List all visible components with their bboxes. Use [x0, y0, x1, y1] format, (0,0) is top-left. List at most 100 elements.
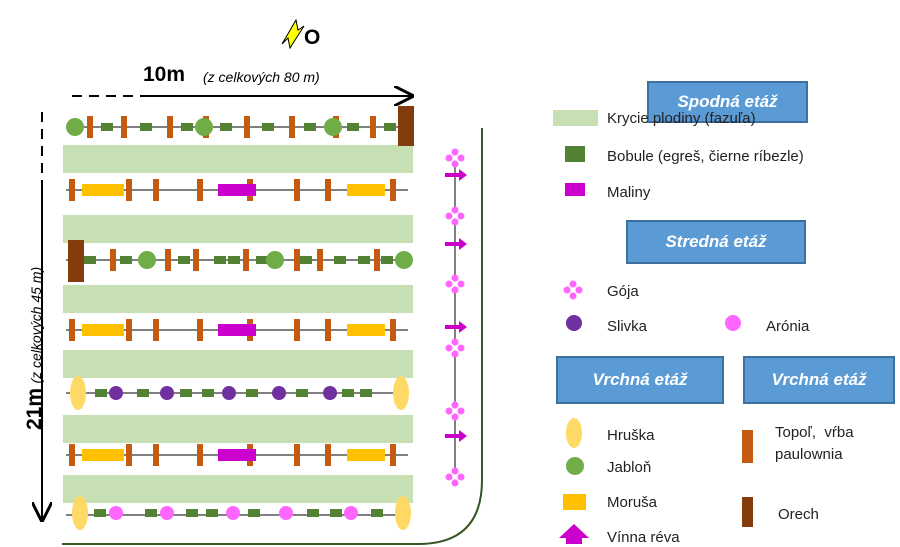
goji-shrub: [445, 274, 465, 294]
poplar-tree: [374, 249, 380, 271]
mulberry-shrub: [347, 184, 385, 196]
mulberry-shrub: [347, 449, 385, 461]
berry-bush: [371, 509, 383, 517]
berry-bush: [330, 509, 342, 517]
berry-bush: [120, 256, 132, 264]
apple-tree: [324, 118, 342, 136]
width-dimension-value: 10m: [143, 63, 186, 86]
legend-label-mulberry: Moruša: [607, 494, 658, 511]
berry-bush: [307, 509, 319, 517]
plum-tree: [323, 386, 337, 400]
poplar-tree: [87, 116, 93, 138]
apple-legend-icon: [566, 457, 584, 475]
legend-label-goji: Gója: [607, 283, 639, 300]
berry-bush: [214, 256, 226, 264]
apple-tree: [138, 251, 156, 269]
poplar-tree: [289, 116, 295, 138]
berry-bush: [360, 389, 372, 397]
raspberry-shrub: [218, 184, 256, 196]
goji-shrub: [445, 467, 465, 487]
poplar-tree: [197, 444, 203, 466]
height-dimension-note: (z celkových 45 m): [28, 266, 44, 384]
aronia-shrub: [344, 506, 358, 520]
poplar-tree: [153, 444, 159, 466]
pear-tree: [393, 376, 409, 410]
berry-bush: [300, 256, 312, 264]
legend-header-middle: Stredná etáž: [626, 220, 806, 264]
poplar-tree: [69, 444, 75, 466]
poplar-tree: [294, 249, 300, 271]
poplar-tree: [69, 319, 75, 341]
legend-label-aronia: Arónia: [766, 318, 810, 335]
poplar-tree: [325, 444, 331, 466]
goji-legend-icon: [563, 280, 583, 300]
compass-label: O: [304, 26, 321, 49]
berry-bush: [137, 389, 149, 397]
apple-tree: [395, 251, 413, 269]
poplar-tree: [197, 319, 203, 341]
plum-tree: [109, 386, 123, 400]
raspberry-shrub: [218, 324, 256, 336]
walnut-tree: [68, 240, 84, 282]
goji-shrub: [445, 401, 465, 421]
poplar-tree: [390, 179, 396, 201]
plot-border: [62, 128, 483, 545]
apple-tree: [266, 251, 284, 269]
cover-crop-strip: [63, 350, 413, 378]
cover-crop-strip: [63, 285, 413, 313]
legend-label-walnut: Orech: [778, 506, 819, 523]
walnut-tree: [398, 106, 414, 146]
berry-bush: [180, 389, 192, 397]
poplar-tree: [126, 319, 132, 341]
mulberry-shrub: [82, 449, 124, 461]
berry-bush: [262, 123, 274, 131]
poplar-tree: [294, 319, 300, 341]
walnut-legend-symbol: [742, 497, 753, 527]
berry-bush: [94, 509, 106, 517]
berry-bush: [342, 389, 354, 397]
grapevine: [445, 321, 467, 333]
poplar-tree: [69, 179, 75, 201]
berry-bush: [256, 256, 268, 264]
plum-tree: [272, 386, 286, 400]
legend-label-cover-crops: Krycie plodiny (fazuľa): [607, 110, 756, 127]
plum-legend-icon: [566, 315, 582, 331]
grapevine: [445, 169, 467, 181]
pear-legend-icon: [566, 418, 582, 448]
cover-crop-strip: [63, 145, 413, 173]
berry-bush: [347, 123, 359, 131]
grapevine: [445, 430, 467, 442]
legend-label-grapevine: Vínna réva: [607, 529, 680, 546]
poplar-tree: [243, 249, 249, 271]
poplar-tree: [390, 319, 396, 341]
legend-header-upper-left: Vrchná etáž: [556, 356, 724, 404]
poplar-tree: [325, 179, 331, 201]
berry-bush: [334, 256, 346, 264]
poplar-tree: [126, 444, 132, 466]
berry-bush: [101, 123, 113, 131]
poplar-tree: [244, 116, 250, 138]
berry-bush: [296, 389, 308, 397]
raspberry-legend-symbol: [565, 183, 585, 196]
legend-header-lower: Spodná etáž: [647, 81, 808, 123]
poplar-tree: [197, 179, 203, 201]
raspberry-shrub: [218, 449, 256, 461]
poplar-tree: [165, 249, 171, 271]
legend-label-plum: Slivka: [607, 318, 648, 335]
berry-bush: [145, 509, 157, 517]
legend-label-raspberries: Maliny: [607, 184, 651, 201]
pear-tree: [395, 496, 411, 530]
berry-bush: [248, 509, 260, 517]
cover-crop-legend-symbol: [553, 110, 598, 126]
width-dimension-note: (z celkových 80 m): [203, 69, 320, 85]
poplar-tree: [317, 249, 323, 271]
plum-tree: [222, 386, 236, 400]
berry-bush: [84, 256, 96, 264]
apple-tree: [195, 118, 213, 136]
height-dimension-value: 21m: [23, 387, 46, 430]
poplar-legend-symbol: [742, 430, 753, 463]
berry-bush: [140, 123, 152, 131]
north-arrow-icon: [281, 18, 305, 50]
